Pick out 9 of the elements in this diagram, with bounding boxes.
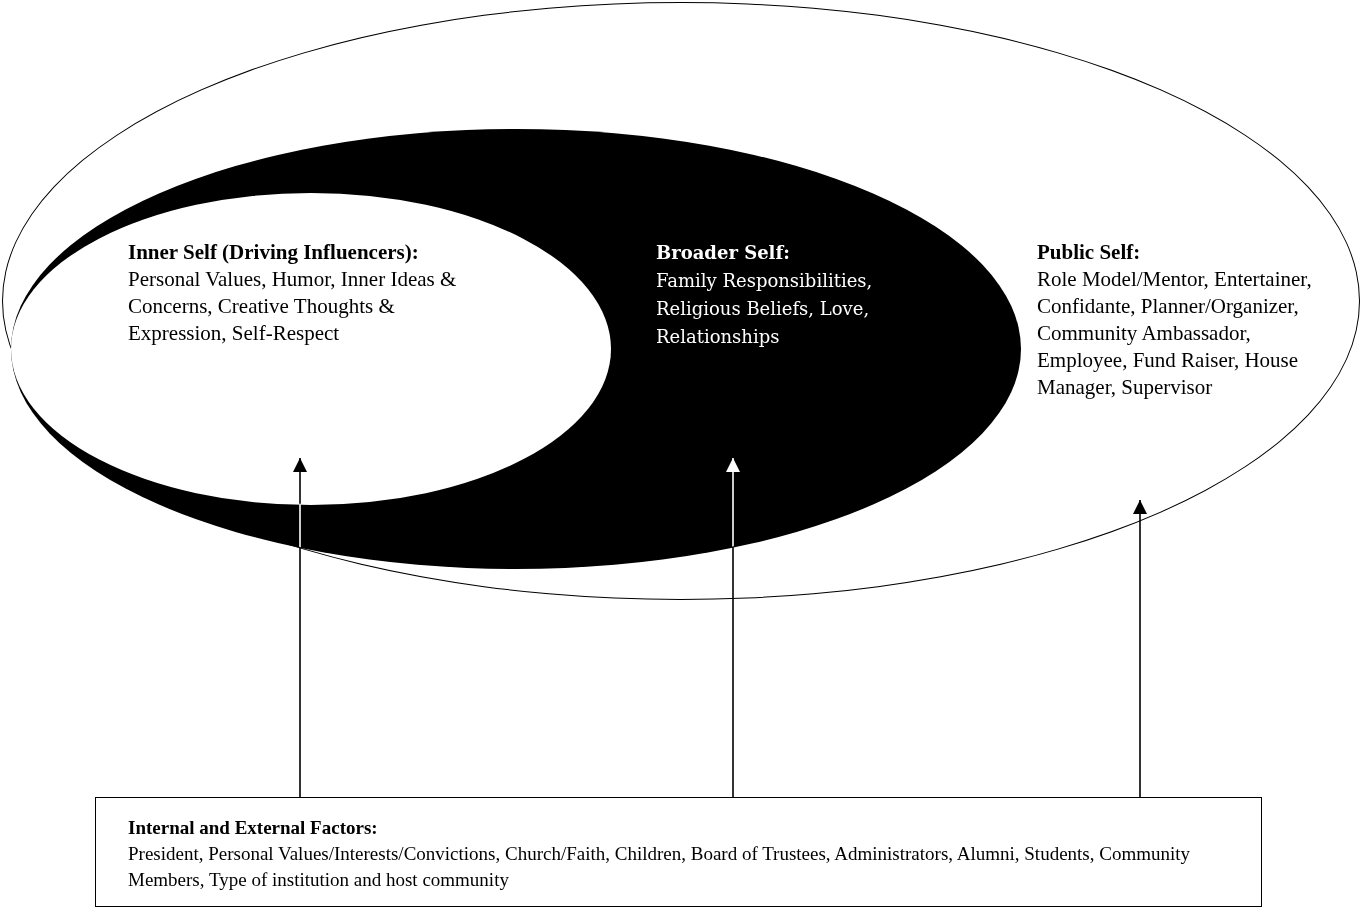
factors-box bbox=[95, 797, 1262, 907]
heading: Broader Self: bbox=[656, 241, 791, 265]
heading: Public Self: bbox=[1037, 239, 1142, 266]
description: Personal Values, Humor, Inner Ideas & Concerns, Creative Thoughts & Expression, Self-Respect bbox=[128, 266, 458, 347]
description: President, Personal Values/Interests/Convictions, Church/Faith, Children, Board of Trustees, Administrators, Alumni, Students, Community Members, Type of institution and host community bbox=[128, 842, 1192, 892]
heading: Internal and External Factors: bbox=[128, 816, 379, 840]
description: Role Model/Mentor, Entertainer, Confidante, Planner/Organizer, Community Ambassador, Employee, Fund Raiser, House Manager, Supervisor bbox=[1037, 266, 1313, 401]
description: Family Responsibilities, Religious Beliefs, Love, Relationships bbox=[656, 269, 874, 349]
heading: Inner Self (Driving Influencers): bbox=[128, 239, 420, 266]
